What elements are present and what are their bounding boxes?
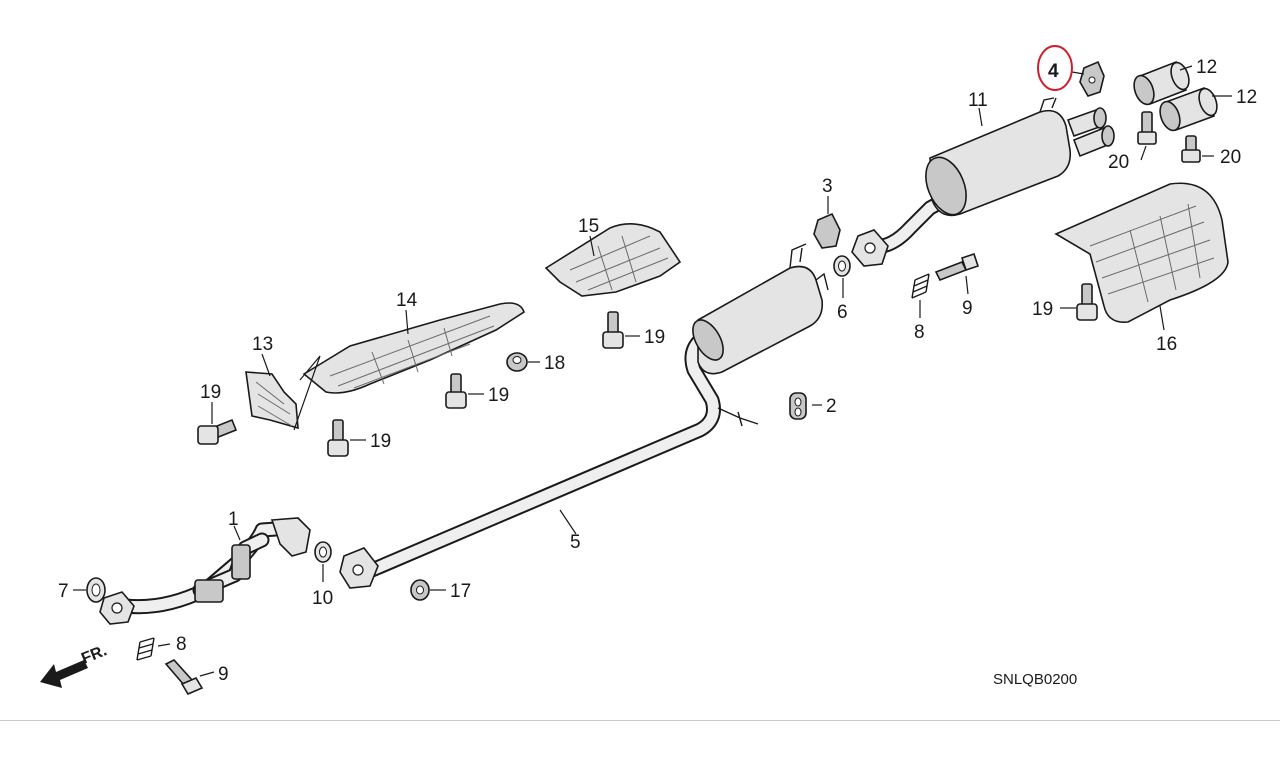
nut-17[interactable] xyxy=(410,579,430,601)
spring-8-rear[interactable] xyxy=(911,273,930,299)
callout-19-left: 19 xyxy=(200,382,221,403)
callout-4: 4 xyxy=(1048,61,1059,82)
callout-13: 13 xyxy=(252,334,273,355)
bolt-19-shield15[interactable] xyxy=(602,311,624,349)
callout-19-mid-lower: 19 xyxy=(370,431,391,452)
muffler-part[interactable] xyxy=(851,97,1115,267)
gasket-10[interactable] xyxy=(314,541,332,563)
bolt-19-mid-upper[interactable] xyxy=(445,373,467,409)
highlight-circle xyxy=(1037,45,1073,91)
callout-20-right: 20 xyxy=(1220,147,1241,168)
callout-12-upper: 12 xyxy=(1196,57,1217,78)
callout-4-highlighted: 4 xyxy=(1037,45,1073,91)
callout-14: 14 xyxy=(396,290,418,311)
front-direction-arrow: FR. xyxy=(40,642,109,688)
callout-16: 16 xyxy=(1156,334,1177,355)
callout-12-lower: 12 xyxy=(1236,87,1257,108)
callout-20-left: 20 xyxy=(1108,152,1129,173)
callout-17: 17 xyxy=(450,581,471,602)
gasket-7[interactable] xyxy=(86,577,106,603)
exhaust-diagram-svg: FR. xyxy=(40,45,1257,696)
center-silencer[interactable] xyxy=(687,243,829,375)
finisher-12-upper[interactable] xyxy=(1130,60,1192,107)
callout-19-shield15: 19 xyxy=(644,327,665,348)
heat-shield-14[interactable] xyxy=(302,302,525,394)
callout-9-rear: 9 xyxy=(962,298,973,319)
callout-15: 15 xyxy=(578,216,599,237)
bolt-19-shield16[interactable] xyxy=(1076,283,1098,321)
callout-9-front: 9 xyxy=(218,664,229,685)
bolt-19-left[interactable] xyxy=(197,418,238,445)
callout-19-mid-upper: 19 xyxy=(488,385,509,406)
nut-18[interactable] xyxy=(506,352,528,372)
callout-11: 11 xyxy=(968,90,988,111)
front-indicator-label: FR. xyxy=(79,642,109,667)
leader-lines xyxy=(73,65,1232,677)
muffler-tailpipes xyxy=(1066,107,1115,158)
diagram-code: SNLQB0200 xyxy=(993,671,1077,688)
finisher-12-lower[interactable] xyxy=(1156,86,1220,133)
callout-1: 1 xyxy=(228,509,239,530)
bolt-20-left[interactable] xyxy=(1137,111,1157,145)
callout-6: 6 xyxy=(837,302,848,323)
heat-shield-16[interactable] xyxy=(1054,182,1229,323)
bolt-19-mid-lower[interactable] xyxy=(327,419,349,457)
bracket-3[interactable] xyxy=(813,212,841,249)
center-pipe-part[interactable] xyxy=(339,322,759,589)
callout-5: 5 xyxy=(570,532,581,553)
spring-8-front[interactable] xyxy=(136,637,155,661)
callout-10: 10 xyxy=(312,588,333,609)
front-pipe-part[interactable] xyxy=(99,517,311,625)
callout-19-shield16: 19 xyxy=(1032,299,1053,320)
callout-7: 7 xyxy=(58,581,69,602)
bolt-20-right[interactable] xyxy=(1181,135,1201,163)
callout-2: 2 xyxy=(826,396,837,417)
heat-shield-15[interactable] xyxy=(544,223,682,297)
callout-8-rear: 8 xyxy=(914,322,925,343)
callout-3: 3 xyxy=(822,176,833,197)
heat-shield-13[interactable] xyxy=(245,371,299,430)
bolt-9-rear[interactable] xyxy=(934,252,980,282)
bolt-9-front[interactable] xyxy=(164,659,204,696)
hanger-2[interactable] xyxy=(789,392,807,420)
exhaust-parts-diagram: FR. xyxy=(0,45,1280,721)
bracket-4[interactable] xyxy=(1079,60,1105,97)
callout-18: 18 xyxy=(544,353,565,374)
callout-8-front: 8 xyxy=(176,634,187,655)
gasket-6[interactable] xyxy=(833,255,851,277)
